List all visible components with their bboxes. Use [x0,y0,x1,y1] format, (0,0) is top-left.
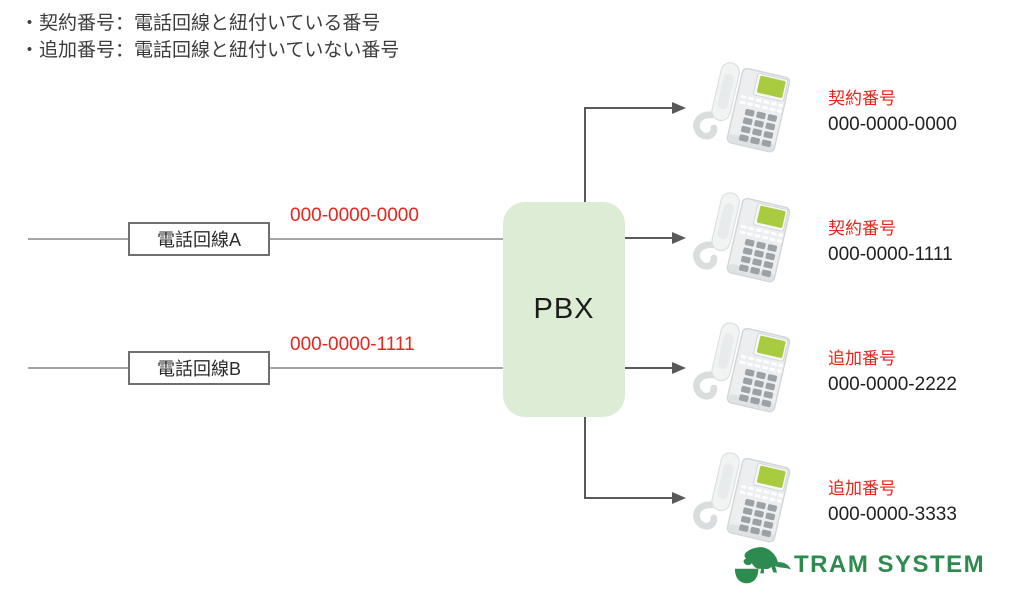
phone-icon-1 [692,62,798,154]
phone-label-1: 契約番号 000-0000-0000 [828,84,957,136]
note-tsuika: ・追加番号：電話回線と紐付いていない番号 [20,40,400,61]
tram-system-logo: TRAM SYSTEM [734,544,985,586]
dinosaur-logo-icon [734,547,792,584]
phone-type-4: 追加番号 [828,479,896,498]
line-number-b: 000-0000-1111 [290,334,415,355]
pbx-box: PBX [503,202,625,417]
branch-arrow-4 [584,417,686,504]
logo-text: TRAM SYSTEM [794,551,986,578]
phone-type-1: 契約番号 [828,89,896,108]
phone-number-3: 000-0000-2222 [828,374,957,395]
phone-label-3: 追加番号 000-0000-2222 [828,344,957,396]
phone-number-4: 000-0000-3333 [828,504,957,525]
phone-icon-4 [692,452,798,544]
line-box-a: 電話回線A [128,222,270,256]
phone-label-2: 契約番号 000-0000-1111 [828,214,953,266]
phone-icon-3 [692,322,798,414]
line-number-a: 000-0000-0000 [290,205,419,226]
phone-type-3: 追加番号 [828,349,896,368]
line-box-b: 電話回線B [128,351,270,385]
phone-number-2: 000-0000-1111 [828,244,953,265]
phone-icon-2 [692,192,798,284]
phone-type-2: 契約番号 [828,219,896,238]
branch-arrow-1 [584,102,686,202]
phone-number-1: 000-0000-0000 [828,114,957,135]
note-keiyaku: ・契約番号：電話回線と紐付いている番号 [20,13,381,34]
definition-notes: ・契約番号：電話回線と紐付いている番号 ・追加番号：電話回線と紐付いていない番号 [20,10,399,64]
phone-label-4: 追加番号 000-0000-3333 [828,474,957,526]
